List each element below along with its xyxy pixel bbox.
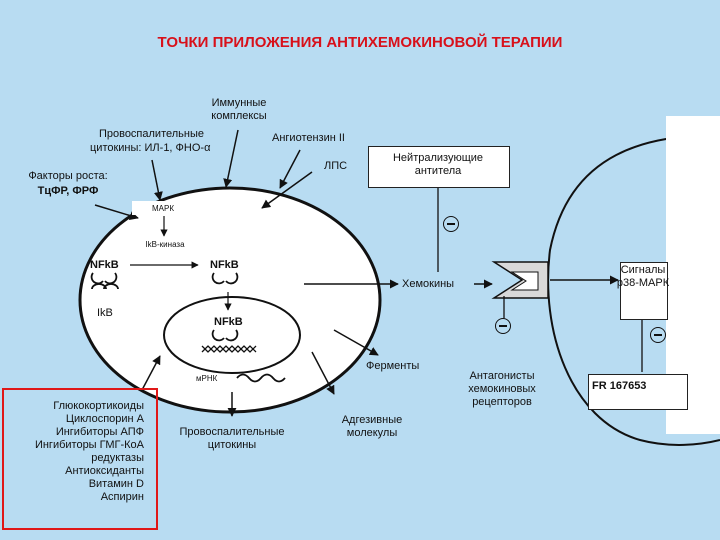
target-cell-membrane	[547, 134, 720, 446]
drug-list-box	[2, 388, 158, 530]
label-cytokines-line1: Провоспалительные	[98, 128, 204, 140]
dna-strand-2	[201, 345, 257, 353]
label-nfkb-left: NFkB	[90, 259, 119, 271]
label-antagonists: Антагонисты хемокиновых рецепторов	[468, 370, 536, 408]
diagram-title: ТОЧКИ ПРИЛОЖЕНИЯ АНТИХЕМОКИНОВОЙ ТЕРАПИИ	[157, 34, 563, 51]
label-mapk: МАРК	[152, 204, 174, 213]
label-chemokines: Хемокины	[402, 278, 455, 290]
label-angiotensin: Ангиотензин II	[272, 132, 345, 144]
arrow-growth-factors	[94, 204, 139, 220]
cell-nucleus	[163, 296, 301, 374]
inhibition-icon-fr	[650, 327, 666, 343]
nfkb-glyph-left	[90, 272, 118, 285]
arrow-to-adhesion	[311, 351, 335, 395]
label-growth-factors-line1: Факторы роста:	[28, 170, 108, 182]
box-fr-compound	[588, 374, 688, 410]
drug-item: редуктазы	[91, 452, 144, 464]
arrow-to-enzymes	[333, 329, 379, 356]
label-adhesion-molecules: Адгезивные молекулы	[341, 414, 403, 439]
label-nfkb-center: NFkB	[210, 259, 239, 271]
inhibition-line-drugs	[141, 355, 161, 391]
drug-list: Глюкокортикоиды Циклоспорин А Ингибиторы…	[4, 400, 144, 504]
drug-item: Ингибиторы ГМГ-КоА	[34, 439, 144, 451]
arrow-cytokines	[151, 159, 163, 201]
label-mrna: мРНК	[196, 374, 218, 383]
label-cytokines-out: Провоспалительные цитокины	[179, 426, 285, 451]
label-lps: ЛПС	[324, 160, 348, 172]
inhibition-icon-antibodies	[443, 216, 459, 232]
label-neutralizing-antibodies: Нейтрализующие антитела	[392, 152, 484, 177]
label-ikb: IkB	[97, 307, 113, 319]
drug-item: Циклоспорин А	[65, 413, 144, 425]
label-enzymes: Ферменты	[366, 360, 420, 372]
label-nfkb-nucleus: NFkB	[214, 316, 243, 328]
arrow-lps	[261, 171, 313, 209]
nfkb-glyph-center	[211, 272, 239, 285]
box-neutralizing-antibodies	[368, 146, 510, 188]
box-signals	[620, 262, 668, 320]
label-growth-factors-line2: ТцФР, ФРФ	[37, 185, 99, 197]
drug-item: Витамин D	[88, 478, 144, 490]
drug-item: Глюкокортикоиды	[53, 400, 144, 412]
label-ikb-kinase: IkB-киназа	[145, 240, 185, 249]
label-immune-complexes: Иммунные комплексы	[211, 97, 267, 122]
drug-item: Антиоксиданты	[65, 465, 144, 477]
arrow-angiotensin	[279, 149, 301, 189]
arrow-immune-complexes	[223, 129, 239, 188]
drug-item: Аспирин	[100, 491, 144, 503]
chemokine-receptor	[491, 261, 549, 299]
label-fr-compound: FR 167653	[592, 380, 647, 392]
ikb-glyph-left	[91, 283, 119, 290]
drug-item: Ингибиторы АПФ	[55, 426, 144, 438]
inhibition-icon-antagonists	[495, 318, 511, 334]
box-mapk	[132, 201, 194, 215]
label-signals: Сигналы р38-МАРК	[616, 264, 670, 289]
nfkb-glyph-nucleus	[211, 329, 239, 342]
chemokine-receptor-inner	[510, 271, 539, 291]
mrna-strand	[236, 373, 286, 383]
label-cytokines-line2: цитокины: ИЛ-1, ФНО-α	[90, 142, 211, 154]
